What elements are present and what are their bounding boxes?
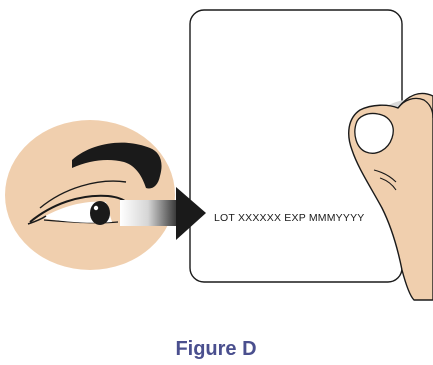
eye-iris — [90, 201, 110, 225]
eyebrow — [72, 142, 162, 189]
back-finger — [397, 97, 433, 119]
eyelid-crease — [39, 180, 127, 209]
eye-illustration — [5, 120, 175, 270]
figure-caption: Figure D — [175, 338, 256, 360]
eye-lashes — [27, 215, 47, 225]
knuckle-crease-1 — [373, 169, 397, 183]
eye-highlight — [93, 205, 99, 211]
thumbnail — [354, 112, 394, 154]
gaze-arrow — [120, 187, 206, 240]
knuckle-crease-2 — [379, 177, 397, 191]
arrow-head-icon — [176, 187, 206, 240]
lot-exp-label: LOT XXXXXX EXP MMMYYYY — [214, 212, 364, 224]
gaze-beam — [120, 200, 182, 226]
hand-illustration — [348, 92, 433, 301]
skin-oval — [5, 120, 175, 270]
